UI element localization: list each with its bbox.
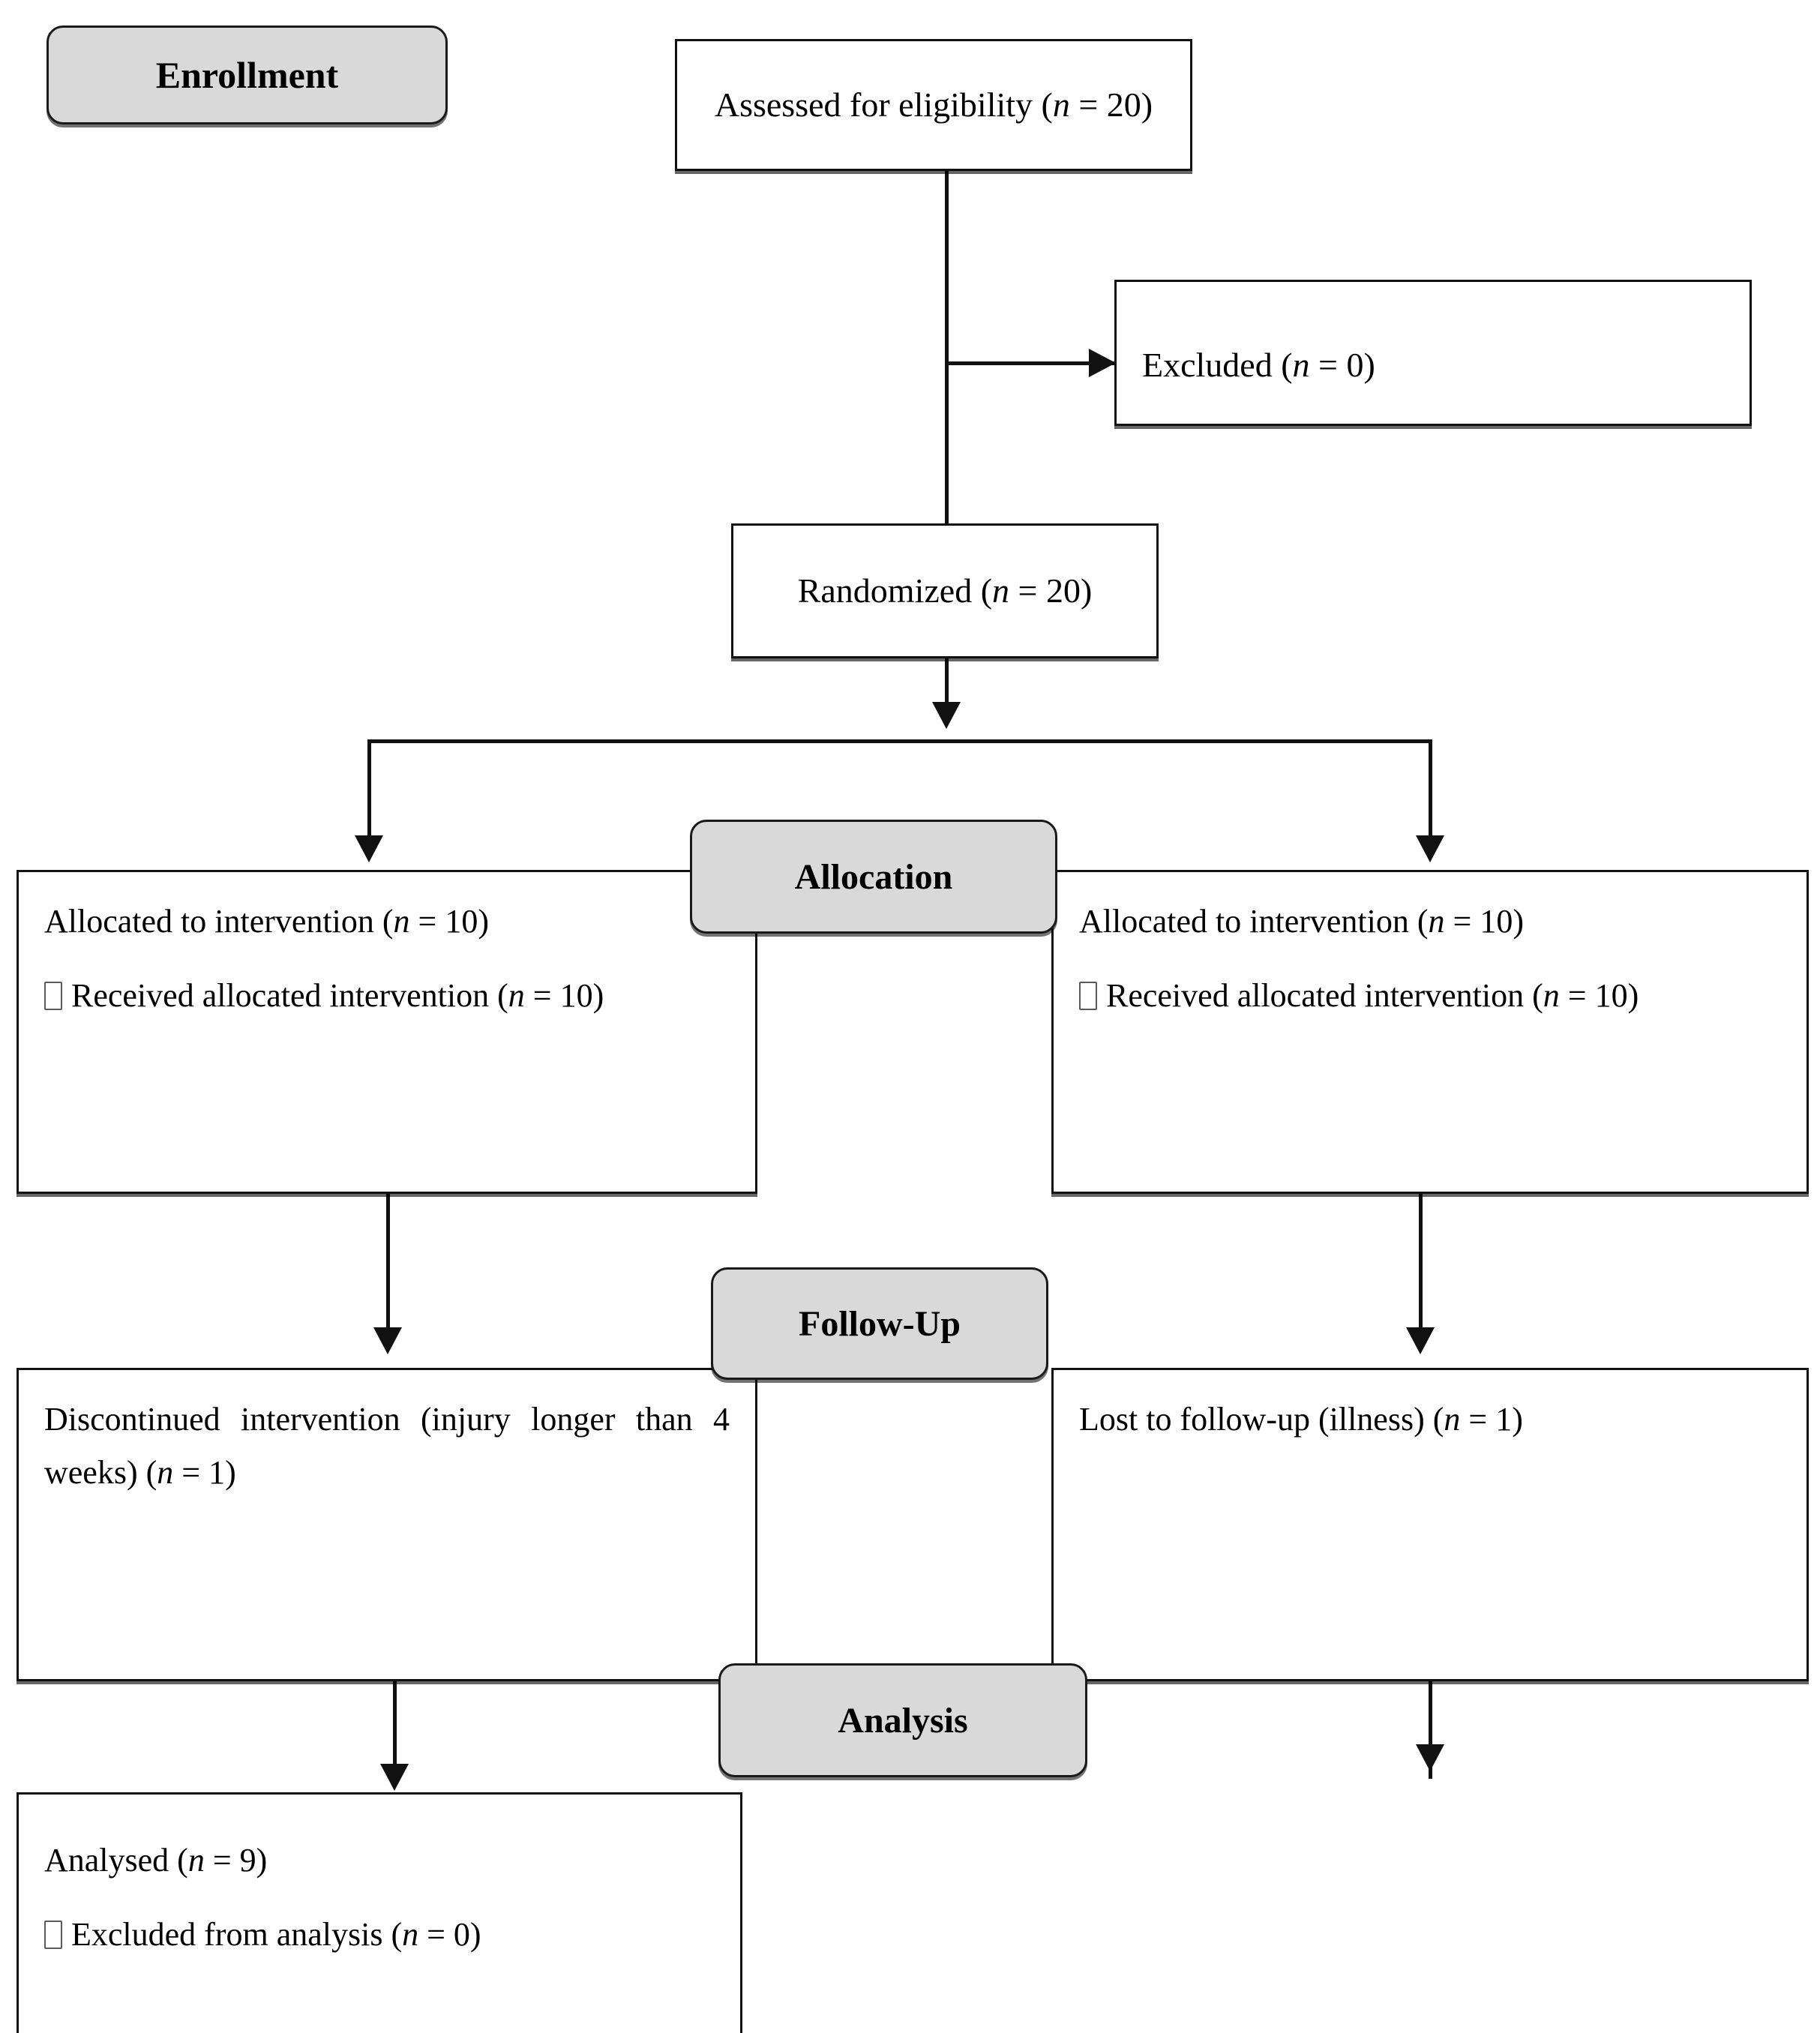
box-excluded-text: Excluded (n = 0) — [1142, 346, 1375, 384]
box-excluded: Excluded (n = 0) — [1114, 280, 1752, 426]
box-allocated-left-line2-text: Received allocated intervention (n = 10) — [71, 977, 604, 1015]
connector-assessed-stem — [945, 171, 949, 523]
stage-label-analysis-text: Analysis — [838, 1700, 968, 1741]
box-assessed-text: Assessed for eligibility (n = 20) — [714, 85, 1153, 124]
bullet-box-icon — [44, 982, 62, 1011]
box-allocated-right-line1: Allocated to intervention (n = 10) — [1079, 903, 1524, 940]
connector-follow-right-dangling — [1429, 1681, 1432, 1779]
bullet-box-icon — [1079, 982, 1097, 1011]
bullet-box-icon — [44, 1921, 62, 1950]
connector-follow-right-arrowhead — [1416, 1744, 1444, 1771]
connector-split-left-drop — [367, 739, 371, 843]
box-randomized-text: Randomized (n = 20) — [797, 571, 1093, 610]
box-allocated-left-line1: Allocated to intervention (n = 10) — [44, 903, 489, 940]
connector-randomized-arrowhead — [932, 702, 961, 729]
stage-label-followup: Follow-Up — [711, 1267, 1048, 1380]
box-followup-right: Lost to follow-up (illness) (n = 1) — [1051, 1368, 1809, 1681]
connector-split-bar — [367, 739, 1432, 743]
box-analysis-left: Analysed (n = 9) Excluded from analysis … — [16, 1792, 742, 2033]
connector-split-left-arrowhead — [355, 835, 383, 862]
box-allocated-right: Allocated to intervention (n = 10) Recei… — [1051, 870, 1809, 1194]
connector-excluded-branch-line — [945, 361, 1116, 365]
stage-label-followup-text: Follow-Up — [799, 1303, 961, 1344]
connector-alloc-right-to-follow-right — [1419, 1194, 1423, 1335]
stage-label-enrollment: Enrollment — [46, 25, 448, 124]
box-randomized: Randomized (n = 20) — [731, 523, 1159, 658]
box-followup-right-text: Lost to follow-up (illness) (n = 1) — [1079, 1401, 1523, 1438]
box-allocated-left-line2: Received allocated intervention (n = 10) — [44, 969, 730, 1022]
stage-label-enrollment-text: Enrollment — [155, 54, 339, 96]
box-analysis-line1: Analysed (n = 9) — [44, 1842, 268, 1879]
connector-follow-left-to-analysis — [393, 1681, 397, 1771]
box-analysis-line2: Excluded from analysis (n = 0) — [44, 1908, 715, 1961]
box-allocated-right-line2-text: Received allocated intervention (n = 10) — [1106, 977, 1639, 1015]
connector-split-right-arrowhead — [1416, 835, 1444, 862]
connector-follow-left-arrowhead — [380, 1764, 409, 1791]
connector-alloc-left-to-follow-left — [386, 1194, 390, 1335]
connector-alloc-right-arrowhead — [1406, 1327, 1435, 1354]
box-analysis-line2-text: Excluded from analysis (n = 0) — [71, 1916, 481, 1954]
connector-excluded-arrowhead — [1089, 349, 1116, 377]
stage-label-analysis: Analysis — [718, 1663, 1087, 1777]
stage-label-allocation-text: Allocation — [794, 856, 953, 897]
stage-label-allocation: Allocation — [690, 820, 1057, 934]
box-followup-left-text: Discontinued intervention (injury longer… — [44, 1401, 730, 1492]
connector-alloc-left-arrowhead — [373, 1327, 402, 1354]
box-allocated-left: Allocated to intervention (n = 10) Recei… — [16, 870, 757, 1194]
connector-split-right-drop — [1429, 739, 1432, 843]
box-followup-left: Discontinued intervention (injury longer… — [16, 1368, 757, 1681]
connector-randomized-stem — [945, 658, 949, 709]
box-assessed-for-eligibility: Assessed for eligibility (n = 20) — [675, 39, 1192, 171]
box-allocated-right-line2: Received allocated intervention (n = 10) — [1079, 969, 1781, 1022]
